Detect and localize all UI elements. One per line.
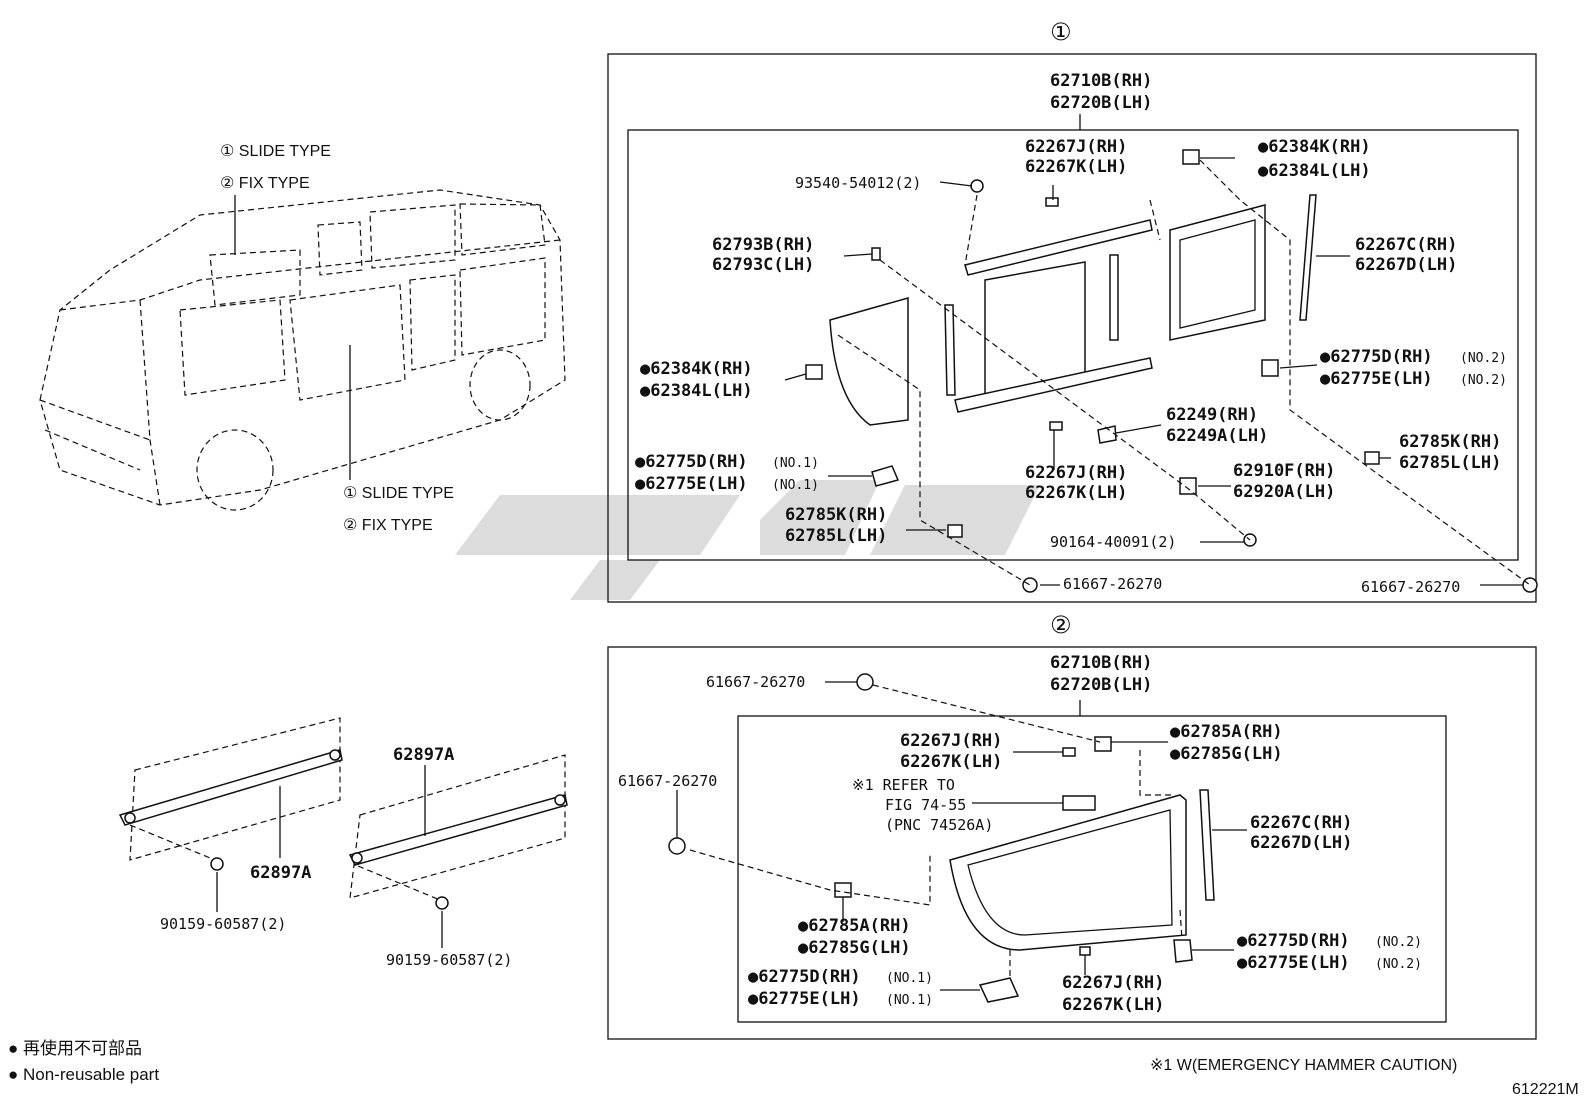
fix-label-no2-a: (NO.2) — [1375, 935, 1422, 950]
label-62267C: 62267C(RH) — [1355, 235, 1457, 255]
van-label-top-fix: ② FIX TYPE — [220, 175, 310, 192]
fix-leader-lines — [676, 681, 1247, 991]
section-fix-inner-frame — [737, 715, 1447, 1023]
fix-label-61667-b: 61667-26270 — [618, 772, 717, 790]
fix-refer-line3: (PNC 74526A) — [885, 816, 993, 834]
rod-label-90159-b: 90159-60587(2) — [386, 951, 512, 969]
label-61667-b: 61667-26270 — [1361, 578, 1460, 596]
section-slide-frame — [607, 53, 1537, 603]
label-62267D: 62267D(LH) — [1355, 255, 1457, 275]
label-62249A: 62249A(LH) — [1166, 426, 1268, 446]
label-62384L-right: ●62384L(LH) — [1258, 161, 1371, 181]
slide-parts — [805, 149, 1538, 593]
fix-label-62267J-b: 62267J(RH) — [1062, 973, 1164, 993]
van-label-mid-slide: ① SLIDE TYPE — [343, 485, 454, 502]
fix-label-62710B: 62710B(RH) — [1050, 653, 1152, 673]
fix-label-62267K-a: 62267K(LH) — [900, 752, 1002, 772]
label-62785K-left: 62785K(RH) — [785, 505, 887, 525]
figure-id: 612221M — [1512, 1081, 1579, 1098]
label-62793B: 62793B(RH) — [712, 235, 814, 255]
label-62920A: 62920A(LH) — [1233, 482, 1335, 502]
fix-label-62267J-a: 62267J(RH) — [900, 731, 1002, 751]
fix-label-62785G-a: ●62785G(LH) — [1170, 744, 1283, 764]
fix-label-61667-a: 61667-26270 — [706, 673, 805, 691]
label-no1-a: (NO.1) — [772, 456, 819, 471]
footnote-emergency-hammer: ※1 W(EMERGENCY HAMMER CAUTION) — [1150, 1057, 1457, 1074]
label-62775D-left: ●62775D(RH) — [635, 452, 748, 472]
label-93540: 93540-54012(2) — [795, 174, 921, 192]
van-callouts: ① SLIDE TYPE ② FIX TYPE ① SLIDE TYPE ② F… — [220, 143, 454, 534]
fix-label-no1-a: (NO.1) — [886, 971, 933, 986]
van-label-top-slide: ① SLIDE TYPE — [220, 143, 331, 160]
label-62785K-right: 62785K(RH) — [1399, 432, 1501, 452]
fix-label-62785G-b: ●62785G(LH) — [798, 938, 911, 958]
label-62785L-left: 62785L(LH) — [785, 526, 887, 546]
watermark-logo — [455, 480, 1040, 600]
legend: ● 再使用不可部品 ● Non-reusable part — [8, 1038, 159, 1084]
label-62710B: 62710B(RH) — [1050, 71, 1152, 91]
label-62793C: 62793C(LH) — [712, 255, 814, 275]
fix-label-no2-b: (NO.2) — [1375, 957, 1422, 972]
fix-parts — [668, 673, 1215, 1003]
label-61667-a: 61667-26270 — [1063, 575, 1162, 593]
label-90164: 90164-40091(2) — [1050, 533, 1176, 551]
label-62267K-b: 62267K(LH) — [1025, 483, 1127, 503]
fix-labels: 62710B(RH) 62720B(LH) 61667-26270 61667-… — [618, 653, 1422, 1015]
legend-jp: ● 再使用不可部品 — [8, 1038, 142, 1058]
rod-label-90159-a: 90159-60587(2) — [160, 915, 286, 933]
fix-label-62775D-left: ●62775D(RH) — [748, 967, 861, 987]
label-62249: 62249(RH) — [1166, 405, 1258, 425]
slide-leader-lines — [784, 114, 1523, 586]
fix-refer-line1: ※1 REFER TO — [852, 776, 955, 794]
label-62910F: 62910F(RH) — [1233, 461, 1335, 481]
rod-assembly-right — [348, 754, 568, 948]
rod-label-62897A-b: 62897A — [393, 745, 454, 765]
label-62267J: 62267J(RH) — [1025, 137, 1127, 157]
legend-en: ● Non-reusable part — [8, 1065, 159, 1084]
label-62720B: 62720B(LH) — [1050, 93, 1152, 113]
fix-label-62785A-a: ●62785A(RH) — [1170, 722, 1283, 742]
fix-label-62267D: 62267D(LH) — [1250, 833, 1352, 853]
fix-refer-line2: FIG 74-55 — [885, 796, 966, 814]
section-slide-marker: ① — [1050, 19, 1072, 46]
section-fix-frame — [607, 646, 1537, 1040]
fix-label-62775E-right: ●62775E(LH) — [1237, 953, 1350, 973]
fix-label-62267K-b: 62267K(LH) — [1062, 995, 1164, 1015]
label-no2-b: (NO.2) — [1460, 373, 1507, 388]
section-slide-inner-frame — [627, 129, 1519, 561]
label-62775E-left: ●62775E(LH) — [635, 474, 748, 494]
label-no2-a: (NO.2) — [1460, 351, 1507, 366]
label-62384L-left: ●62384L(LH) — [640, 381, 753, 401]
fix-label-62775E-left: ●62775E(LH) — [748, 989, 861, 1009]
label-62384K-right: ●62384K(RH) — [1258, 137, 1371, 157]
van-illustration — [39, 189, 566, 511]
van-label-mid-fix: ② FIX TYPE — [343, 517, 433, 534]
label-62384K-left: ●62384K(RH) — [640, 359, 753, 379]
fix-label-62785A-b: ●62785A(RH) — [798, 916, 911, 936]
label-62267J-b: 62267J(RH) — [1025, 463, 1127, 483]
fix-label-62720B: 62720B(LH) — [1050, 675, 1152, 695]
label-62785L-right: 62785L(LH) — [1399, 453, 1501, 473]
rod-label-62897A-a: 62897A — [250, 863, 311, 883]
slide-labels: 62710B(RH) 62720B(LH) 62267J(RH) 62267K(… — [635, 71, 1507, 596]
fix-label-62267C: 62267C(RH) — [1250, 813, 1352, 833]
fix-label-no1-b: (NO.1) — [886, 993, 933, 1008]
rod-assembly-left — [118, 717, 343, 912]
label-62775D-right: ●62775D(RH) — [1320, 347, 1433, 367]
label-62267K: 62267K(LH) — [1025, 157, 1127, 177]
section-fix-marker: ② — [1050, 612, 1072, 639]
label-no1-b: (NO.1) — [772, 478, 819, 493]
label-62775E-right: ●62775E(LH) — [1320, 369, 1433, 389]
rod-labels: 62897A 62897A 90159-60587(2) 90159-60587… — [160, 745, 512, 969]
fix-label-62775D-right: ●62775D(RH) — [1237, 931, 1350, 951]
